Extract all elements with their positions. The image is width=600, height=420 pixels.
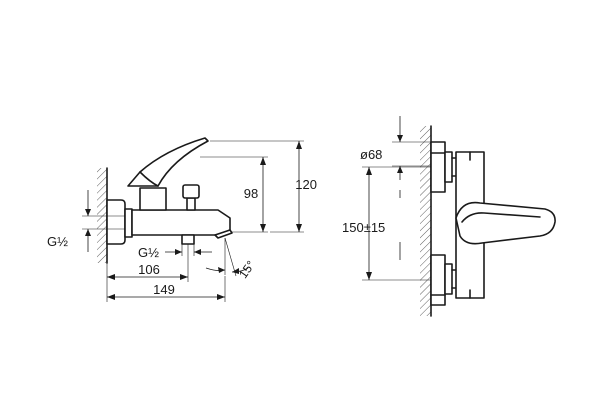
diverter-knob (182, 184, 200, 211)
dim-149-label: 149 (153, 282, 175, 297)
mixer-body (131, 209, 233, 239)
dim-120-label: 120 (295, 177, 317, 192)
dim-106-label: 106 (138, 262, 160, 277)
dim-angle-label: 15° (236, 258, 258, 281)
dimension-centers: 150±15 (342, 166, 431, 281)
front-lever-handle (455, 201, 556, 245)
dimension-120: 120 (210, 140, 317, 233)
dimension-thread-left: G½ (47, 190, 125, 252)
outlet-connector (181, 234, 195, 256)
dim-thread-left-label: G½ (47, 234, 68, 249)
dimension-149: 149 (107, 276, 226, 302)
dim-diameter-label: ø68 (360, 147, 382, 162)
upper-connection (430, 141, 457, 193)
dim-thread-outlet-label: G½ (138, 245, 159, 260)
dimension-98: 98 (200, 156, 268, 233)
wall-flange (106, 199, 126, 245)
dimension-diameter: ø68 (360, 116, 431, 180)
dim-centers-label: 150±15 (342, 220, 385, 235)
side-view-wall (97, 167, 108, 264)
cartridge-column (139, 187, 167, 211)
ring-nut (124, 208, 133, 238)
dimension-thread-outlet: G½ (138, 244, 212, 260)
side-view: 98 120 G½ G½ (47, 137, 317, 302)
dimension-angle: 15° (205, 237, 258, 281)
dim-98-label: 98 (244, 186, 258, 201)
front-view: ø68 150±15 (342, 116, 556, 317)
dimension-106: 106 (106, 256, 189, 302)
lower-connection (430, 254, 457, 306)
front-view-wall (420, 125, 432, 317)
lever-handle (127, 137, 209, 187)
